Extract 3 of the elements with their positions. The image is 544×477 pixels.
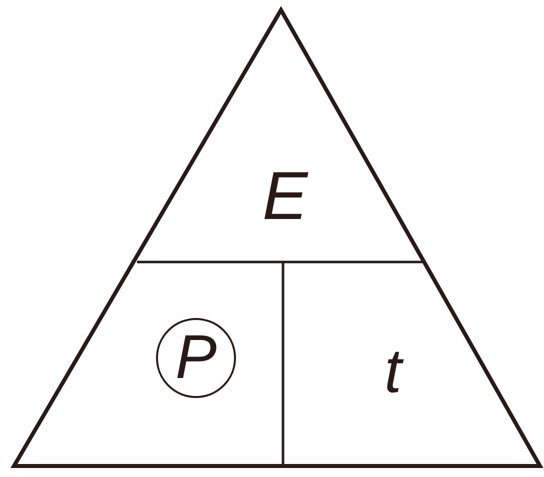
variable-label: E — [245, 156, 325, 236]
circled-variable: P — [156, 318, 236, 398]
variable-label: t — [363, 332, 423, 412]
